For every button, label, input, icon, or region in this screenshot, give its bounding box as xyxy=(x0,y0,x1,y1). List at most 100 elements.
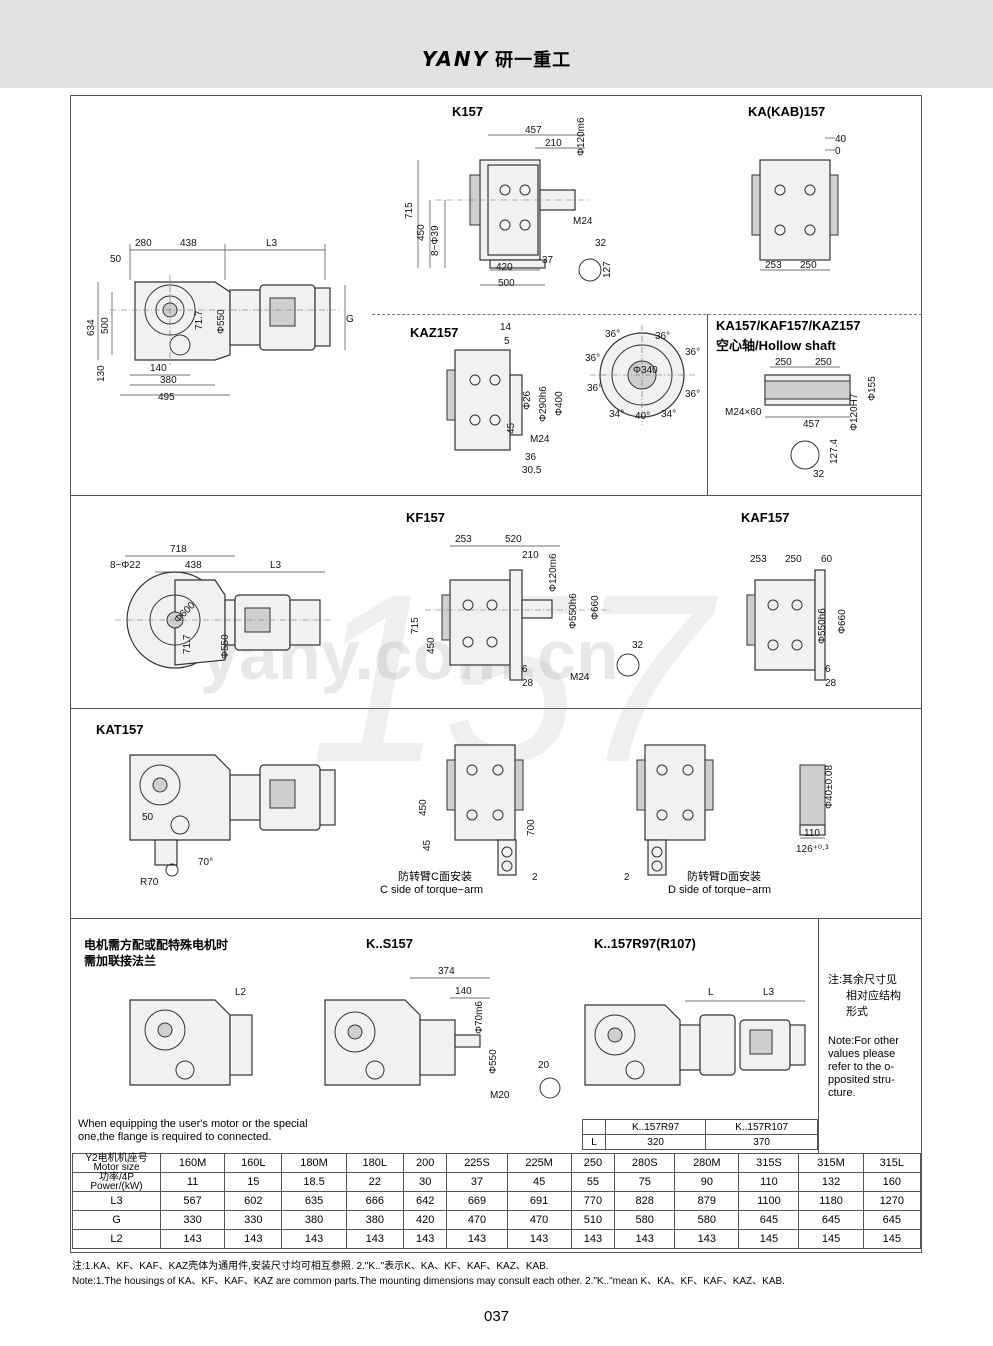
svg-text:127.4: 127.4 xyxy=(829,439,840,464)
spec-label-motor: Y2电机机座号 Motor size xyxy=(72,1153,161,1173)
svg-text:438: 438 xyxy=(185,560,202,571)
spec-power: 45 xyxy=(506,1172,572,1192)
svg-text:374: 374 xyxy=(438,966,455,977)
spec-l2: 145 xyxy=(798,1229,864,1249)
spec-size: 280S xyxy=(614,1153,676,1173)
svg-text:M24: M24 xyxy=(530,434,550,445)
svg-text:Φ120H7: Φ120H7 xyxy=(849,393,860,431)
label-kr: K..157R97(R107) xyxy=(594,936,696,951)
spec-l2: 143 xyxy=(674,1229,740,1249)
spec-l2: 143 xyxy=(446,1229,508,1249)
svg-text:50: 50 xyxy=(110,254,122,265)
svg-text:M24: M24 xyxy=(570,672,590,683)
svg-text:450: 450 xyxy=(426,637,437,654)
svg-text:Φ660: Φ660 xyxy=(590,595,601,620)
spec-l3: 828 xyxy=(614,1191,676,1211)
svg-text:8−Φ39: 8−Φ39 xyxy=(430,225,441,256)
r-table-v2: 370 xyxy=(705,1134,818,1150)
spec-size: 160M xyxy=(159,1153,226,1173)
svg-text:8−Φ22: 8−Φ22 xyxy=(110,560,141,571)
spec-l2: 143 xyxy=(570,1229,616,1249)
r-table-corner xyxy=(582,1119,606,1135)
spec-power: 22 xyxy=(345,1172,404,1192)
svg-text:250: 250 xyxy=(785,554,802,565)
side-note-en1: Note:For other xyxy=(828,1035,899,1047)
spec-g: 470 xyxy=(446,1210,508,1230)
svg-text:40: 40 xyxy=(835,134,847,145)
svg-text:L3: L3 xyxy=(270,560,282,571)
svg-text:127: 127 xyxy=(602,261,613,278)
spec-g: 470 xyxy=(506,1210,572,1230)
svg-text:715: 715 xyxy=(410,617,421,634)
spec-size: 315S xyxy=(738,1153,800,1173)
spec-power: 132 xyxy=(798,1172,864,1192)
svg-text:L3: L3 xyxy=(266,238,278,249)
spec-size: 225S xyxy=(446,1153,508,1173)
spec-l2: 143 xyxy=(159,1229,226,1249)
footnote-cn: 注:1.KA、KF、KAF、KAZ壳体为通用件,安装尺寸均可相互参照. 2."K… xyxy=(72,1261,549,1272)
spec-size: 180M xyxy=(281,1153,347,1173)
drawing-frame xyxy=(70,95,922,1253)
spec-size: 250 xyxy=(570,1153,616,1173)
svg-text:110: 110 xyxy=(804,828,820,839)
spec-size: 160L xyxy=(224,1153,283,1173)
spec-g: 420 xyxy=(402,1210,448,1230)
svg-text:6: 6 xyxy=(522,664,528,675)
svg-text:280: 280 xyxy=(135,238,152,249)
svg-text:253: 253 xyxy=(455,534,472,545)
divider-3 xyxy=(70,918,922,919)
spec-l2: 145 xyxy=(862,1229,922,1249)
svg-text:Φ400: Φ400 xyxy=(554,391,565,416)
spec-l2: 143 xyxy=(614,1229,676,1249)
svg-text:L: L xyxy=(708,987,714,998)
spec-g: 645 xyxy=(862,1210,922,1230)
svg-text:50: 50 xyxy=(142,812,154,823)
spec-power: 160 xyxy=(862,1172,922,1192)
side-note-cn1: 注:其余尺寸见 xyxy=(828,974,898,986)
divider-hollow xyxy=(707,314,708,495)
svg-text:28: 28 xyxy=(522,678,534,689)
side-note-en3: refer to the o- xyxy=(828,1061,895,1073)
svg-text:R70: R70 xyxy=(140,877,159,888)
svg-text:Φ155: Φ155 xyxy=(867,376,878,401)
spec-l2: 143 xyxy=(345,1229,404,1249)
svg-text:L3: L3 xyxy=(763,987,775,998)
side-note-cn: 注:其余尺寸见 相对应结构 形式 xyxy=(828,972,901,1020)
equip-note: When equipping the user's motor or the s… xyxy=(78,1118,308,1144)
svg-text:500: 500 xyxy=(498,278,515,289)
spec-l2: 143 xyxy=(224,1229,283,1249)
kaz-flange-drawing: 36°36° 36°36° 36°36° Φ340 34°40°34° xyxy=(585,325,700,425)
spec-l2: 143 xyxy=(281,1229,347,1249)
spec-l2: 145 xyxy=(738,1229,800,1249)
spec-table: Y2电机机座号 Motor size 160M 160L 180M 180L 2… xyxy=(72,1153,922,1249)
svg-text:450: 450 xyxy=(418,799,429,816)
r-table-row-label: L xyxy=(582,1134,606,1150)
spec-label-power-a: 功率/4P xyxy=(98,1172,134,1183)
torque-arm-d-en: D side of torque−arm xyxy=(668,884,772,896)
svg-text:34°: 34° xyxy=(661,409,676,420)
svg-text:M20: M20 xyxy=(490,1090,510,1101)
svg-text:32: 32 xyxy=(632,640,644,651)
equip-note-line1: When equipping the user's motor or the s… xyxy=(78,1118,308,1130)
svg-text:495: 495 xyxy=(158,392,175,403)
footnote-en: Note:1.The housings of KA、KF、KAF、KAZ are… xyxy=(72,1276,785,1287)
side-note-en: Note:For other values please refer to th… xyxy=(828,1035,899,1100)
svg-text:250: 250 xyxy=(815,357,832,368)
svg-text:71.7: 71.7 xyxy=(194,310,205,330)
svg-text:2: 2 xyxy=(624,872,630,883)
svg-text:380: 380 xyxy=(160,375,177,386)
spec-label-motor-a: Y2电机机座号 xyxy=(85,1153,148,1164)
svg-text:700: 700 xyxy=(526,819,537,836)
svg-text:126⁺⁰·³: 126⁺⁰·³ xyxy=(796,844,829,855)
divider-note xyxy=(818,918,819,1153)
svg-text:20: 20 xyxy=(538,1060,550,1071)
spec-row-l2: L2 143 143 143 143 143 143 143 143 143 1… xyxy=(72,1229,922,1249)
svg-text:32: 32 xyxy=(595,238,607,249)
